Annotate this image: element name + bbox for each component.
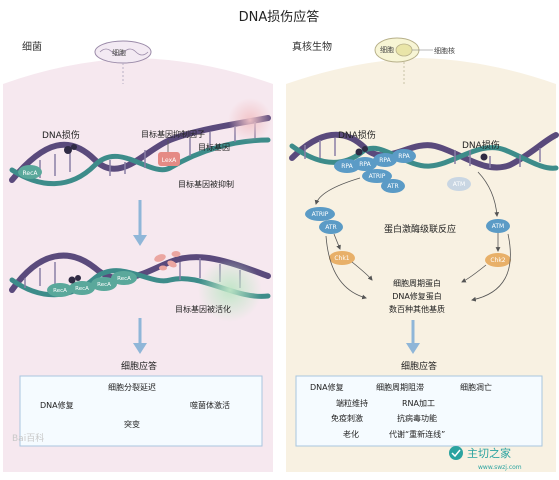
arrow-atr-chk1 [333,233,341,250]
right-heading: 真核生物 [292,40,332,53]
left-response-item-3: 噬菌体激活 [190,400,230,410]
right-dna-damage-label-1: DNA损伤 [338,129,376,141]
reca-filament-label-2: RecA [75,286,89,292]
right-response-item-9: 代谢“重新连线” [389,429,445,439]
rpa-label-4: RPA [398,153,410,160]
lexa-protein-icon [158,152,180,166]
atrip-label-top: ATRIP [369,173,386,180]
cascade-label: 蛋白激酶级联反应 [384,223,456,235]
rpa-label-2: RPA [359,161,371,168]
reca-protein-icon [18,165,42,179]
left-response-box [19,375,263,447]
output-1: 细胞周期蛋白 [393,278,441,288]
right-cell-label: 细胞 [380,45,394,54]
lexa-label: LexA [162,157,177,164]
dna-damage-marker-right-1 [355,146,368,156]
right-response-box [295,375,543,447]
left-response-item-2: DNA修复 [40,400,74,410]
site-url-watermark: www.swzj.com [478,464,522,471]
activated-label: 目标基因被活化 [175,304,231,314]
reca-filament-label-1: RecA [53,288,67,294]
right-response-item-8: 老化 [343,429,359,439]
nucleus-label: 细胞核 [434,46,455,55]
right-response-title: 细胞应答 [401,360,437,372]
atrip-atr-complex-icon [305,207,343,234]
atrip-atr-complex-top-icon [362,169,405,193]
rpa-label-1: RPA [341,163,353,170]
atr-label-top: ATR [387,183,398,190]
chk1-icon [329,251,355,265]
page-title: DNA损伤应答 [239,9,320,25]
rpa-complex-icon [334,149,416,173]
right-response-item-4: 端粒维持 [336,398,368,408]
cleaved-lexa-fragments-icon [154,251,181,271]
reca-filament-icon [47,271,137,297]
arrow-chk1-out [351,261,373,281]
site-watermark: 主切之家 [467,446,511,460]
output-3: 数百种其他基质 [389,304,445,314]
reca-filament-label-3: RecA [97,282,111,288]
left-heading: 细菌 [22,40,42,53]
atr-label: ATR [325,224,336,231]
dna-damage-marker [64,144,77,154]
atm-active-icon [486,219,510,233]
left-dna-damage-label: DNA损伤 [42,129,80,141]
arrow-atr-out [325,235,367,300]
chk2-label: Chk2 [490,257,505,264]
left-panel-arc [3,58,273,84]
right-dna-damage-label-2: DNA损伤 [462,139,500,151]
target-gene-label: 目标基因 [198,142,230,152]
right-response-item-2: 细胞周期阻滞 [376,382,424,392]
repressed-label: 目标基因被抑制 [178,179,234,189]
inhibitor-label: 目标基因抑制因子 [141,129,205,139]
atm-label: ATM [492,223,504,230]
right-response-item-7: 抗病毒功能 [397,413,437,423]
right-panel-arc [286,58,556,84]
arrow-atm-out [471,233,511,302]
activated-gene-glow [198,258,262,322]
site-logo-icon [449,446,463,460]
right-response-item-6: 免疫刺激 [331,413,363,423]
reca-filament-label-4: RecA [117,276,131,282]
arrow-to-atr [314,177,361,205]
arrow-chk2-out [461,264,487,283]
left-down-arrow-1-head [133,235,147,246]
left-response-title: 细胞应答 [121,360,157,372]
chk2-icon [485,253,511,267]
target-gene-glow [228,98,272,142]
rpa-label-3: RPA [379,157,391,164]
right-down-arrow-head [406,343,420,354]
output-2: DNA修复蛋白 [392,291,442,301]
atm-inactive-icon [447,177,471,191]
atm-label-top: ATM [453,181,465,188]
dna-damage-marker-right-2 [480,153,488,161]
right-response-item-5: RNA加工 [402,398,435,408]
baidu-watermark: Bai百科 [12,432,44,444]
right-response-item-1: DNA修复 [310,382,344,392]
bacterium-cell-icon [94,40,152,64]
left-response-item-1: 细胞分裂延迟 [108,382,156,392]
left-response-item-4: 突变 [124,419,140,429]
right-response-item-3: 细胞凋亡 [460,382,492,392]
chk1-label: Chk1 [334,255,349,262]
left-cell-label: 细胞 [112,48,126,57]
arrow-to-atm [477,171,500,217]
atrip-label: ATRIP [312,211,329,218]
reca-label: RecA [23,170,39,177]
left-down-arrow-2-head [133,343,147,354]
